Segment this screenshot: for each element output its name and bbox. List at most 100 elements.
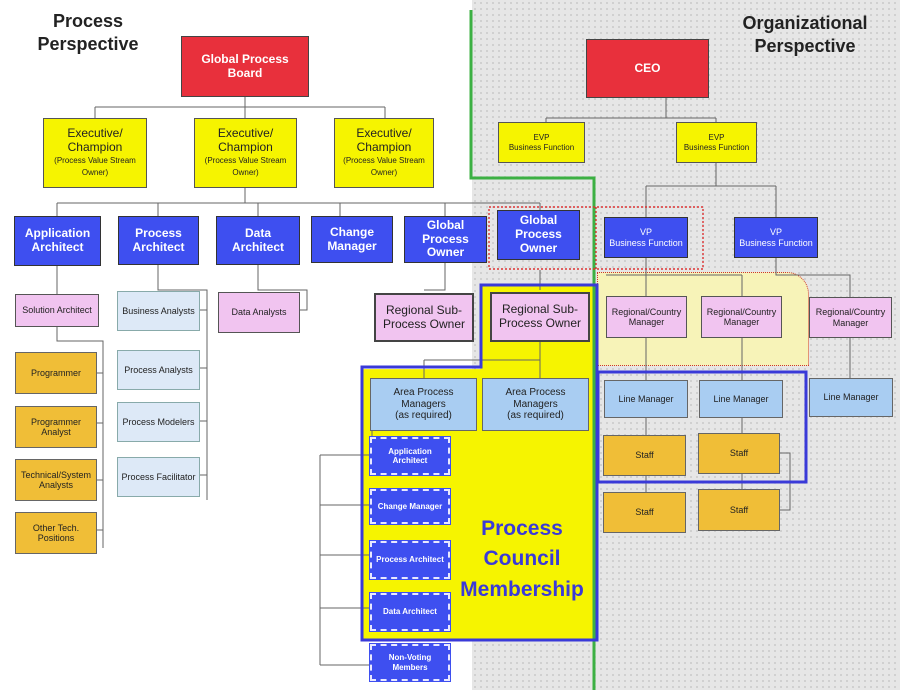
role-label: Global Process Owner xyxy=(422,217,469,260)
process-team-box: Business Analysts xyxy=(117,291,200,331)
tech-position-box: Programmer xyxy=(15,352,97,394)
council-label-line1: Process xyxy=(481,517,563,540)
staff-box: Staff xyxy=(698,489,780,531)
process-council-label: Process Council Membership xyxy=(452,514,592,605)
council-member-label: Application Architect xyxy=(388,446,432,465)
evp-line1: EVP xyxy=(533,133,550,143)
line-manager-box: Line Manager xyxy=(809,378,893,417)
data-analysts-box: Data Analysts xyxy=(218,292,300,333)
tech-position-label: Technical/System Analysts xyxy=(20,469,92,490)
data-analysts-label: Data Analysts xyxy=(231,307,287,318)
council-member-box: Non-Voting Members xyxy=(369,643,451,682)
staff-box: Staff xyxy=(603,492,686,533)
executive-line1: Executive/ xyxy=(217,126,274,141)
role-label: Change Manager xyxy=(327,224,377,253)
role-data-architect: Data Architect xyxy=(216,216,300,265)
role-label: Data Architect xyxy=(231,225,284,254)
global-process-board-label: Global Process Board xyxy=(201,51,289,80)
evp-line2: Business Function xyxy=(508,142,575,152)
executive-line1: Executive/ xyxy=(67,126,123,141)
line-manager-box: Line Manager xyxy=(699,380,783,418)
area-line2: Managers xyxy=(401,398,446,410)
solution-architect-box: Solution Architect xyxy=(15,294,99,327)
vp-box: VP Business Function xyxy=(604,217,688,258)
executive-sub: (Process Value Stream Owner) xyxy=(204,155,287,177)
process-title-line2: Perspective xyxy=(37,34,139,55)
staff-label: Staff xyxy=(729,448,749,459)
evp-box: EVP Business Function xyxy=(676,122,757,163)
executive-champion-box: Executive/ Champion (Process Value Strea… xyxy=(334,118,434,188)
executive-line2: Champion xyxy=(218,140,273,154)
council-member-label: Non-Voting Members xyxy=(388,653,432,672)
area-process-managers: Area Process Managers (as required) xyxy=(370,378,477,431)
process-team-box: Process Modelers xyxy=(117,402,200,442)
role-application-architect: Application Architect xyxy=(14,216,101,266)
area-line3: (as required) xyxy=(507,410,564,422)
evp-line1: EVP xyxy=(708,133,725,143)
role-global-process-owner: Global Process Owner xyxy=(404,216,487,263)
org-perspective-title: Organizational Perspective xyxy=(730,12,880,59)
executive-sub: (Process Value Stream Owner) xyxy=(54,155,136,177)
process-team-box: Process Analysts xyxy=(117,350,200,390)
tech-position-box: Technical/System Analysts xyxy=(15,459,97,501)
council-member-label: Change Manager xyxy=(377,501,443,511)
regional-sub-process-owner: Regional Sub-Process Owner xyxy=(490,292,590,342)
role-label: Application Architect xyxy=(24,226,91,254)
executive-line1: Executive/ xyxy=(356,126,412,141)
org-title-line2: Perspective xyxy=(754,36,856,57)
regional-sub-label: Regional Sub-Process Owner xyxy=(498,302,582,330)
process-title-line1: Process xyxy=(52,11,124,31)
executive-line2: Champion xyxy=(67,140,123,154)
vp-line2: Business Function xyxy=(609,237,683,248)
council-label-line3: Membership xyxy=(460,577,584,601)
evp-line2: Business Function xyxy=(683,142,750,152)
council-member-label: Process Architect xyxy=(376,555,444,565)
regional-manager-label: Regional/Country Manager xyxy=(706,306,777,327)
regional-country-manager: Regional/Country Manager xyxy=(809,297,892,338)
role-label: Global Process Owner xyxy=(515,213,562,255)
tech-position-label: Programmer Analyst xyxy=(30,416,81,437)
executive-champion-box: Executive/ Champion (Process Value Strea… xyxy=(194,118,297,188)
process-team-label: Process Facilitator xyxy=(121,471,196,482)
executive-champion-box: Executive/ Champion (Process Value Strea… xyxy=(43,118,147,188)
regional-country-manager: Regional/Country Manager xyxy=(701,296,782,338)
regional-sub-process-owner: Regional Sub-Process Owner xyxy=(374,293,474,342)
council-member-box: Change Manager xyxy=(369,488,451,525)
line-manager-label: Line Manager xyxy=(713,393,769,404)
vp-line2: Business Function xyxy=(739,237,813,248)
council-member-box: Application Architect xyxy=(369,436,451,476)
role-global-process-owner: Global Process Owner xyxy=(497,210,580,260)
tech-position-box: Programmer Analyst xyxy=(15,406,97,448)
process-team-label: Process Analysts xyxy=(124,364,193,375)
executive-sub: (Process Value Stream Owner) xyxy=(343,155,425,177)
line-manager-label: Line Manager xyxy=(823,392,879,403)
area-line1: Area Process xyxy=(393,387,454,399)
staff-box: Staff xyxy=(603,435,686,476)
council-member-box: Process Architect xyxy=(369,540,451,580)
line-manager-box: Line Manager xyxy=(604,380,688,418)
tech-position-label: Programmer xyxy=(30,367,81,378)
regional-manager-label: Regional/Country Manager xyxy=(815,307,886,328)
area-line2: Managers xyxy=(513,398,558,410)
regional-country-manager: Regional/Country Manager xyxy=(606,296,687,338)
area-line1: Area Process xyxy=(505,387,566,399)
org-title-line1: Organizational xyxy=(742,13,868,33)
staff-label: Staff xyxy=(729,504,749,515)
ceo-label: CEO xyxy=(634,60,661,75)
role-process-architect: Process Architect xyxy=(118,216,199,265)
staff-label: Staff xyxy=(635,450,654,461)
area-line3: (as required) xyxy=(395,410,452,422)
evp-box: EVP Business Function xyxy=(498,122,585,163)
vp-line1: VP xyxy=(639,227,652,238)
solution-architect-label: Solution Architect xyxy=(22,305,92,316)
global-process-board: Global Process Board xyxy=(181,36,309,97)
executive-line2: Champion xyxy=(356,140,412,154)
council-member-label: Data Architect xyxy=(383,607,437,617)
role-label: Process Architect xyxy=(132,225,185,254)
process-perspective-title: Process Perspective xyxy=(18,10,158,57)
area-process-managers: Area Process Managers (as required) xyxy=(482,378,589,431)
regional-manager-label: Regional/Country Manager xyxy=(611,306,682,327)
role-change-manager: Change Manager xyxy=(311,216,393,263)
process-team-box: Process Facilitator xyxy=(117,457,200,497)
